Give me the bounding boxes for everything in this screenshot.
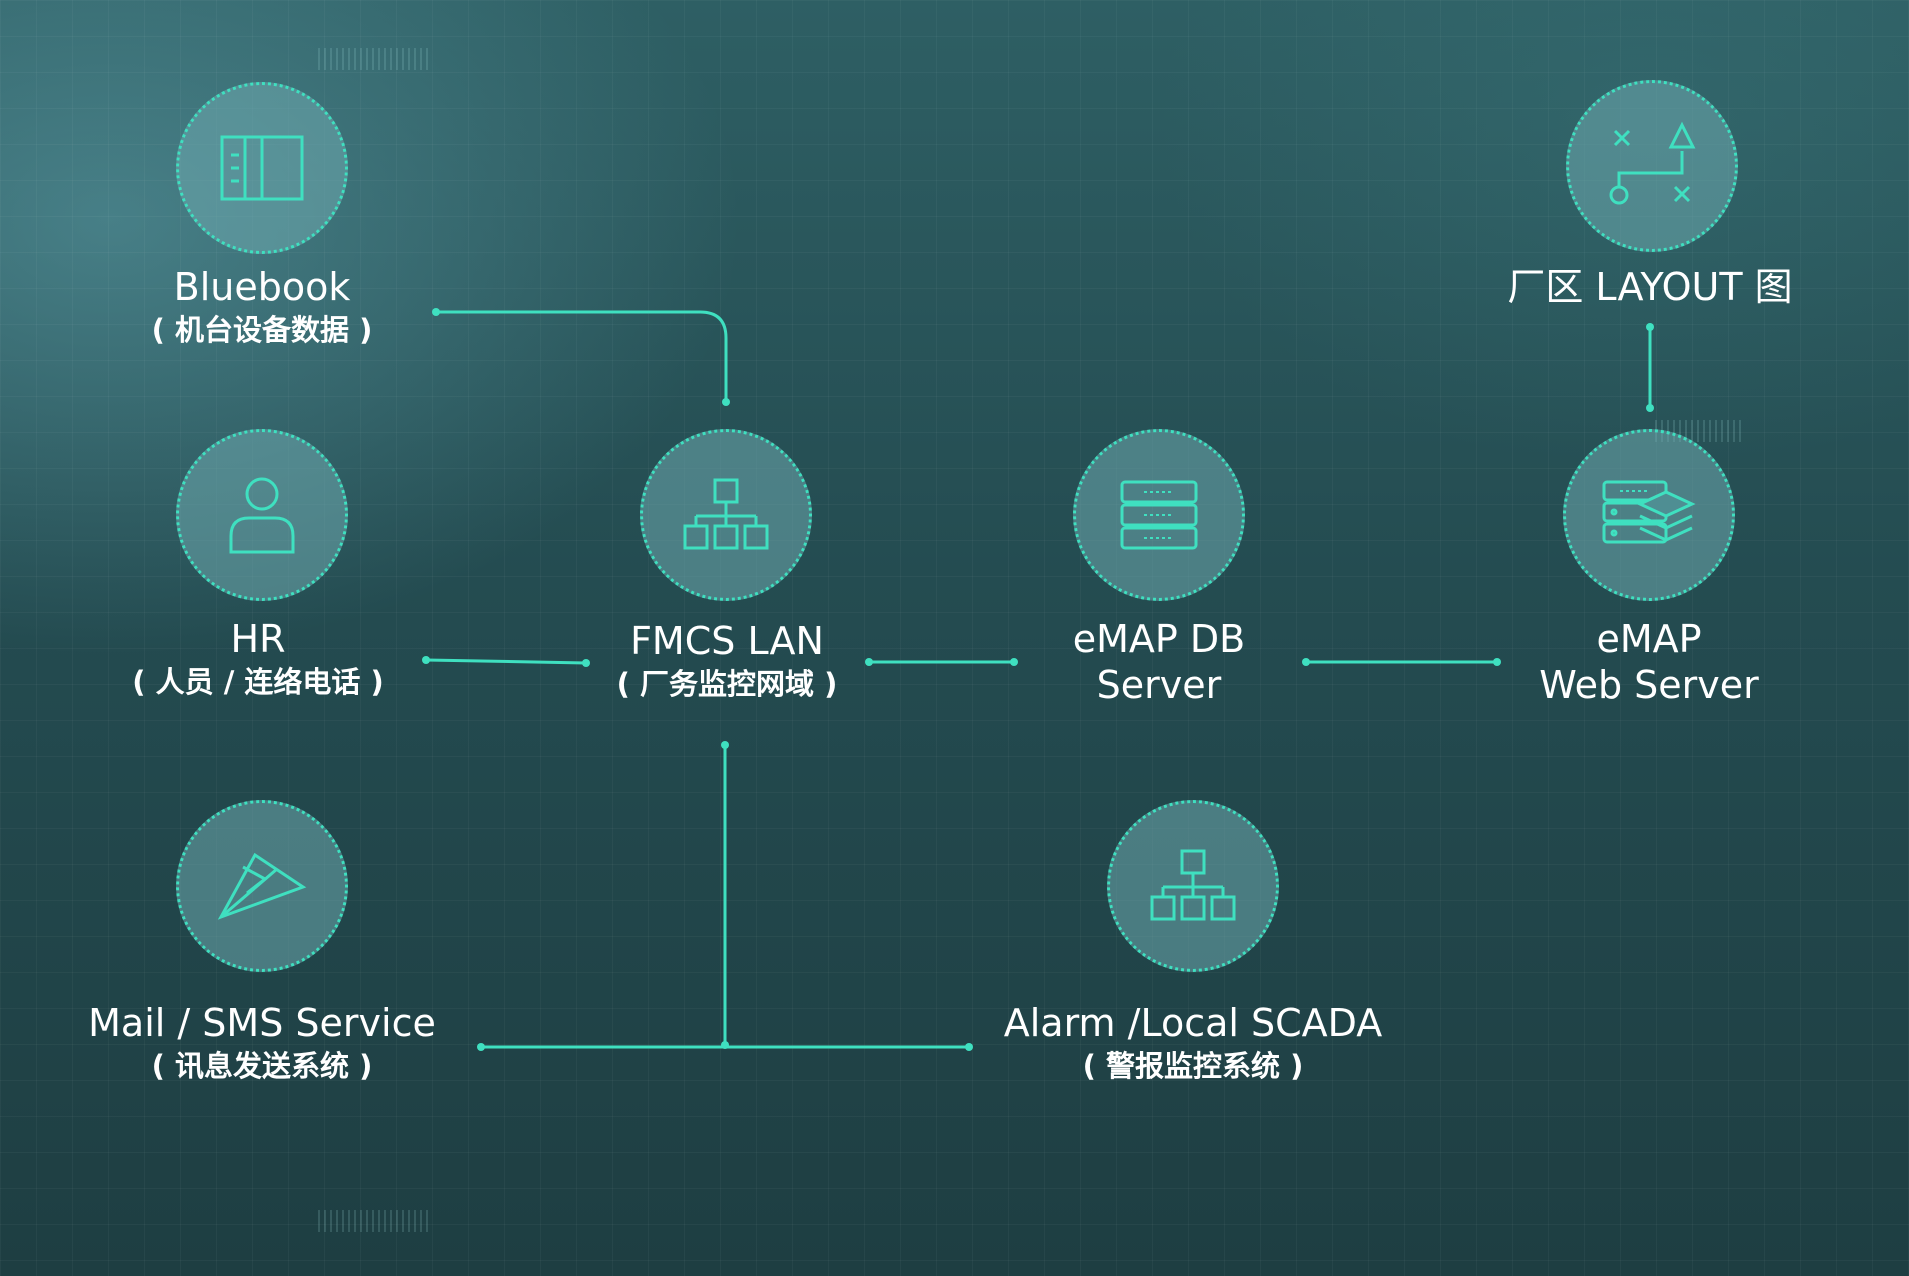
alarm-scada-subtitle: ( 警报监控系统 ) xyxy=(1082,1049,1304,1083)
fmcs-lan-title: FMCS LAN xyxy=(630,619,824,663)
emap-db-title-line2: Server xyxy=(1096,663,1222,707)
network-hierarchy-icon xyxy=(683,478,769,550)
fmcs-lan-node xyxy=(640,429,812,601)
bluebook-node xyxy=(176,82,348,254)
emap-db-label: eMAP DB Server xyxy=(1073,616,1245,708)
alarm-scada-node xyxy=(1107,800,1279,972)
emap-web-label: eMAP Web Server xyxy=(1539,616,1759,708)
emap-web-node xyxy=(1563,429,1735,601)
hr-label: HR ( 人员 / 连络电话 ) xyxy=(132,616,384,702)
strategy-path-icon xyxy=(1609,121,1696,205)
layout-map-label: 厂区 LAYOUT 图 xyxy=(1507,264,1792,310)
emap-db-title-line1: eMAP DB xyxy=(1072,617,1246,661)
paper-plane-icon xyxy=(217,852,307,920)
layered-server-icon xyxy=(1602,480,1696,544)
network-hierarchy-icon-alarm xyxy=(1150,849,1236,921)
alarm-scada-title: Alarm /Local SCADA xyxy=(1003,1001,1383,1045)
emap-web-title-line1: eMAP xyxy=(1596,617,1702,661)
emap-db-node xyxy=(1073,429,1245,601)
emap-web-title-line2: Web Server xyxy=(1539,663,1759,707)
connector-bluebook-fmcs xyxy=(436,310,728,402)
mail-sms-subtitle: ( 讯息发送系统 ) xyxy=(151,1049,373,1083)
fmcs-lan-subtitle: ( 厂务监控网域 ) xyxy=(616,667,838,701)
hr-node xyxy=(176,429,348,601)
alarm-scada-label: Alarm /Local SCADA ( 警报监控系统 ) xyxy=(1004,1000,1383,1086)
bluebook-label: Bluebook ( 机台设备数据 ) xyxy=(152,264,373,350)
person-icon xyxy=(229,477,295,554)
hr-subtitle: ( 人员 / 连络电话 ) xyxy=(132,665,384,699)
bluebook-subtitle: ( 机台设备数据 ) xyxy=(151,313,373,347)
database-server-icon xyxy=(1120,480,1198,550)
layout-map-node xyxy=(1566,80,1738,252)
book-icon xyxy=(220,135,304,201)
mail-sms-label: Mail / SMS Service ( 讯息发送系统 ) xyxy=(88,1000,436,1086)
hr-title: HR xyxy=(230,617,286,661)
mail-sms-node xyxy=(176,800,348,972)
bluebook-title: Bluebook xyxy=(173,265,351,309)
decorative-ticks-bottom xyxy=(318,1210,428,1232)
connector-hr-fmcs xyxy=(425,658,587,665)
layout-map-title: 厂区 LAYOUT 图 xyxy=(1507,265,1793,309)
decorative-ticks-top xyxy=(318,48,428,70)
mail-sms-title: Mail / SMS Service xyxy=(88,1001,436,1045)
fmcs-lan-label: FMCS LAN ( 厂务监控网域 ) xyxy=(617,618,838,704)
